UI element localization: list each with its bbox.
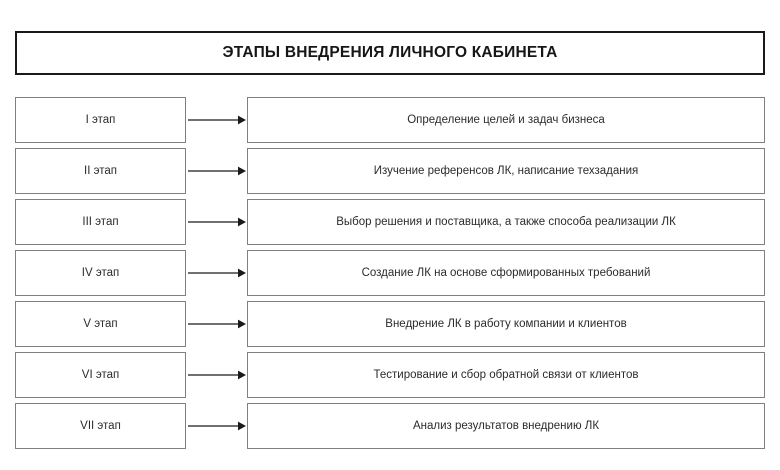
arrow-right-icon [188, 367, 246, 383]
description-box-4[interactable]: Создание ЛК на основе сформированных тре… [247, 250, 765, 296]
stage-box-4[interactable]: IV этап [15, 250, 186, 296]
description-box-2[interactable]: Изучение референсов ЛК, написание техзад… [247, 148, 765, 194]
description-label: Создание ЛК на основе сформированных тре… [361, 267, 651, 279]
stage-row: V этап Внедрение ЛК в работу компании и … [0, 301, 780, 347]
arrow-right-icon [188, 112, 246, 128]
stage-row: III этап Выбор решения и поставщика, а т… [0, 199, 780, 245]
arrow-right-icon [188, 418, 246, 434]
arrow-right-icon [188, 163, 246, 179]
description-box-1[interactable]: Определение целей и задач бизнеса [247, 97, 765, 143]
stage-label: IV этап [81, 267, 120, 279]
description-label: Определение целей и задач бизнеса [407, 114, 605, 126]
stage-row: VII этап Анализ результатов внедрению ЛК [0, 403, 780, 449]
stage-box-6[interactable]: VI этап [15, 352, 186, 398]
stage-label: V этап [83, 318, 118, 330]
stage-label: I этап [85, 114, 116, 126]
stage-row: I этап Определение целей и задач бизнеса [0, 97, 780, 143]
stage-row: VI этап Тестирование и сбор обратной свя… [0, 352, 780, 398]
stage-box-2[interactable]: II этап [15, 148, 186, 194]
stage-label: VI этап [81, 369, 120, 381]
description-box-3[interactable]: Выбор решения и поставщика, а также спос… [247, 199, 765, 245]
description-box-6[interactable]: Тестирование и сбор обратной связи от кл… [247, 352, 765, 398]
page-title: ЭТАПЫ ВНЕДРЕНИЯ ЛИЧНОГО КАБИНЕТА [222, 44, 558, 61]
description-label: Тестирование и сбор обратной связи от кл… [373, 369, 639, 381]
stage-label: III этап [82, 216, 119, 228]
stage-box-7[interactable]: VII этап [15, 403, 186, 449]
stage-box-5[interactable]: V этап [15, 301, 186, 347]
stage-box-1[interactable]: I этап [15, 97, 186, 143]
stage-row: II этап Изучение референсов ЛК, написани… [0, 148, 780, 194]
diagram-title-banner: ЭТАПЫ ВНЕДРЕНИЯ ЛИЧНОГО КАБИНЕТА [15, 31, 765, 75]
description-label: Выбор решения и поставщика, а также спос… [336, 216, 676, 228]
description-label: Изучение референсов ЛК, написание техзад… [373, 165, 639, 177]
stage-row: IV этап Создание ЛК на основе сформирова… [0, 250, 780, 296]
arrow-right-icon [188, 265, 246, 281]
arrow-right-icon [188, 316, 246, 332]
description-label: Внедрение ЛК в работу компании и клиенто… [385, 318, 627, 330]
description-label: Анализ результатов внедрению ЛК [412, 420, 600, 432]
stage-label: II этап [84, 165, 117, 177]
description-box-5[interactable]: Внедрение ЛК в работу компании и клиенто… [247, 301, 765, 347]
stage-label: VII этап [80, 420, 121, 432]
stage-box-3[interactable]: III этап [15, 199, 186, 245]
description-box-7[interactable]: Анализ результатов внедрению ЛК [247, 403, 765, 449]
arrow-right-icon [188, 214, 246, 230]
